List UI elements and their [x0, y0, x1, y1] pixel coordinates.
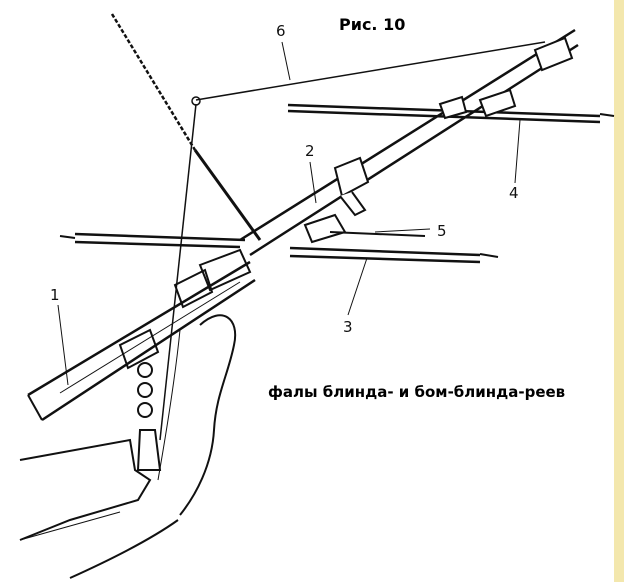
chain — [110, 13, 262, 241]
right-page-edge — [614, 0, 624, 582]
hull-bow — [19, 438, 179, 579]
bowsprit — [27, 260, 256, 422]
label-4: 4 — [509, 184, 519, 202]
hanging-blocks — [136, 362, 162, 471]
end-block — [438, 36, 574, 120]
cap-fitting — [303, 156, 370, 244]
spritsail-yard — [289, 246, 499, 264]
label-6: 6 — [276, 22, 286, 40]
yard-5 — [329, 231, 426, 237]
label-2: 2 — [305, 142, 315, 160]
sail-shape — [157, 314, 237, 516]
figure-title: Рис. 10 — [339, 15, 406, 34]
lashings — [118, 248, 252, 370]
label-1: 1 — [50, 286, 60, 304]
jib-boom — [239, 28, 579, 257]
label-5: 5 — [437, 222, 447, 240]
label-3: 3 — [343, 318, 353, 336]
halyard-rope — [159, 41, 546, 441]
figure-caption: фалы блинда- и бом-блинда-реев — [268, 383, 566, 401]
label-leaders — [57, 41, 521, 386]
yard-left — [59, 232, 246, 249]
